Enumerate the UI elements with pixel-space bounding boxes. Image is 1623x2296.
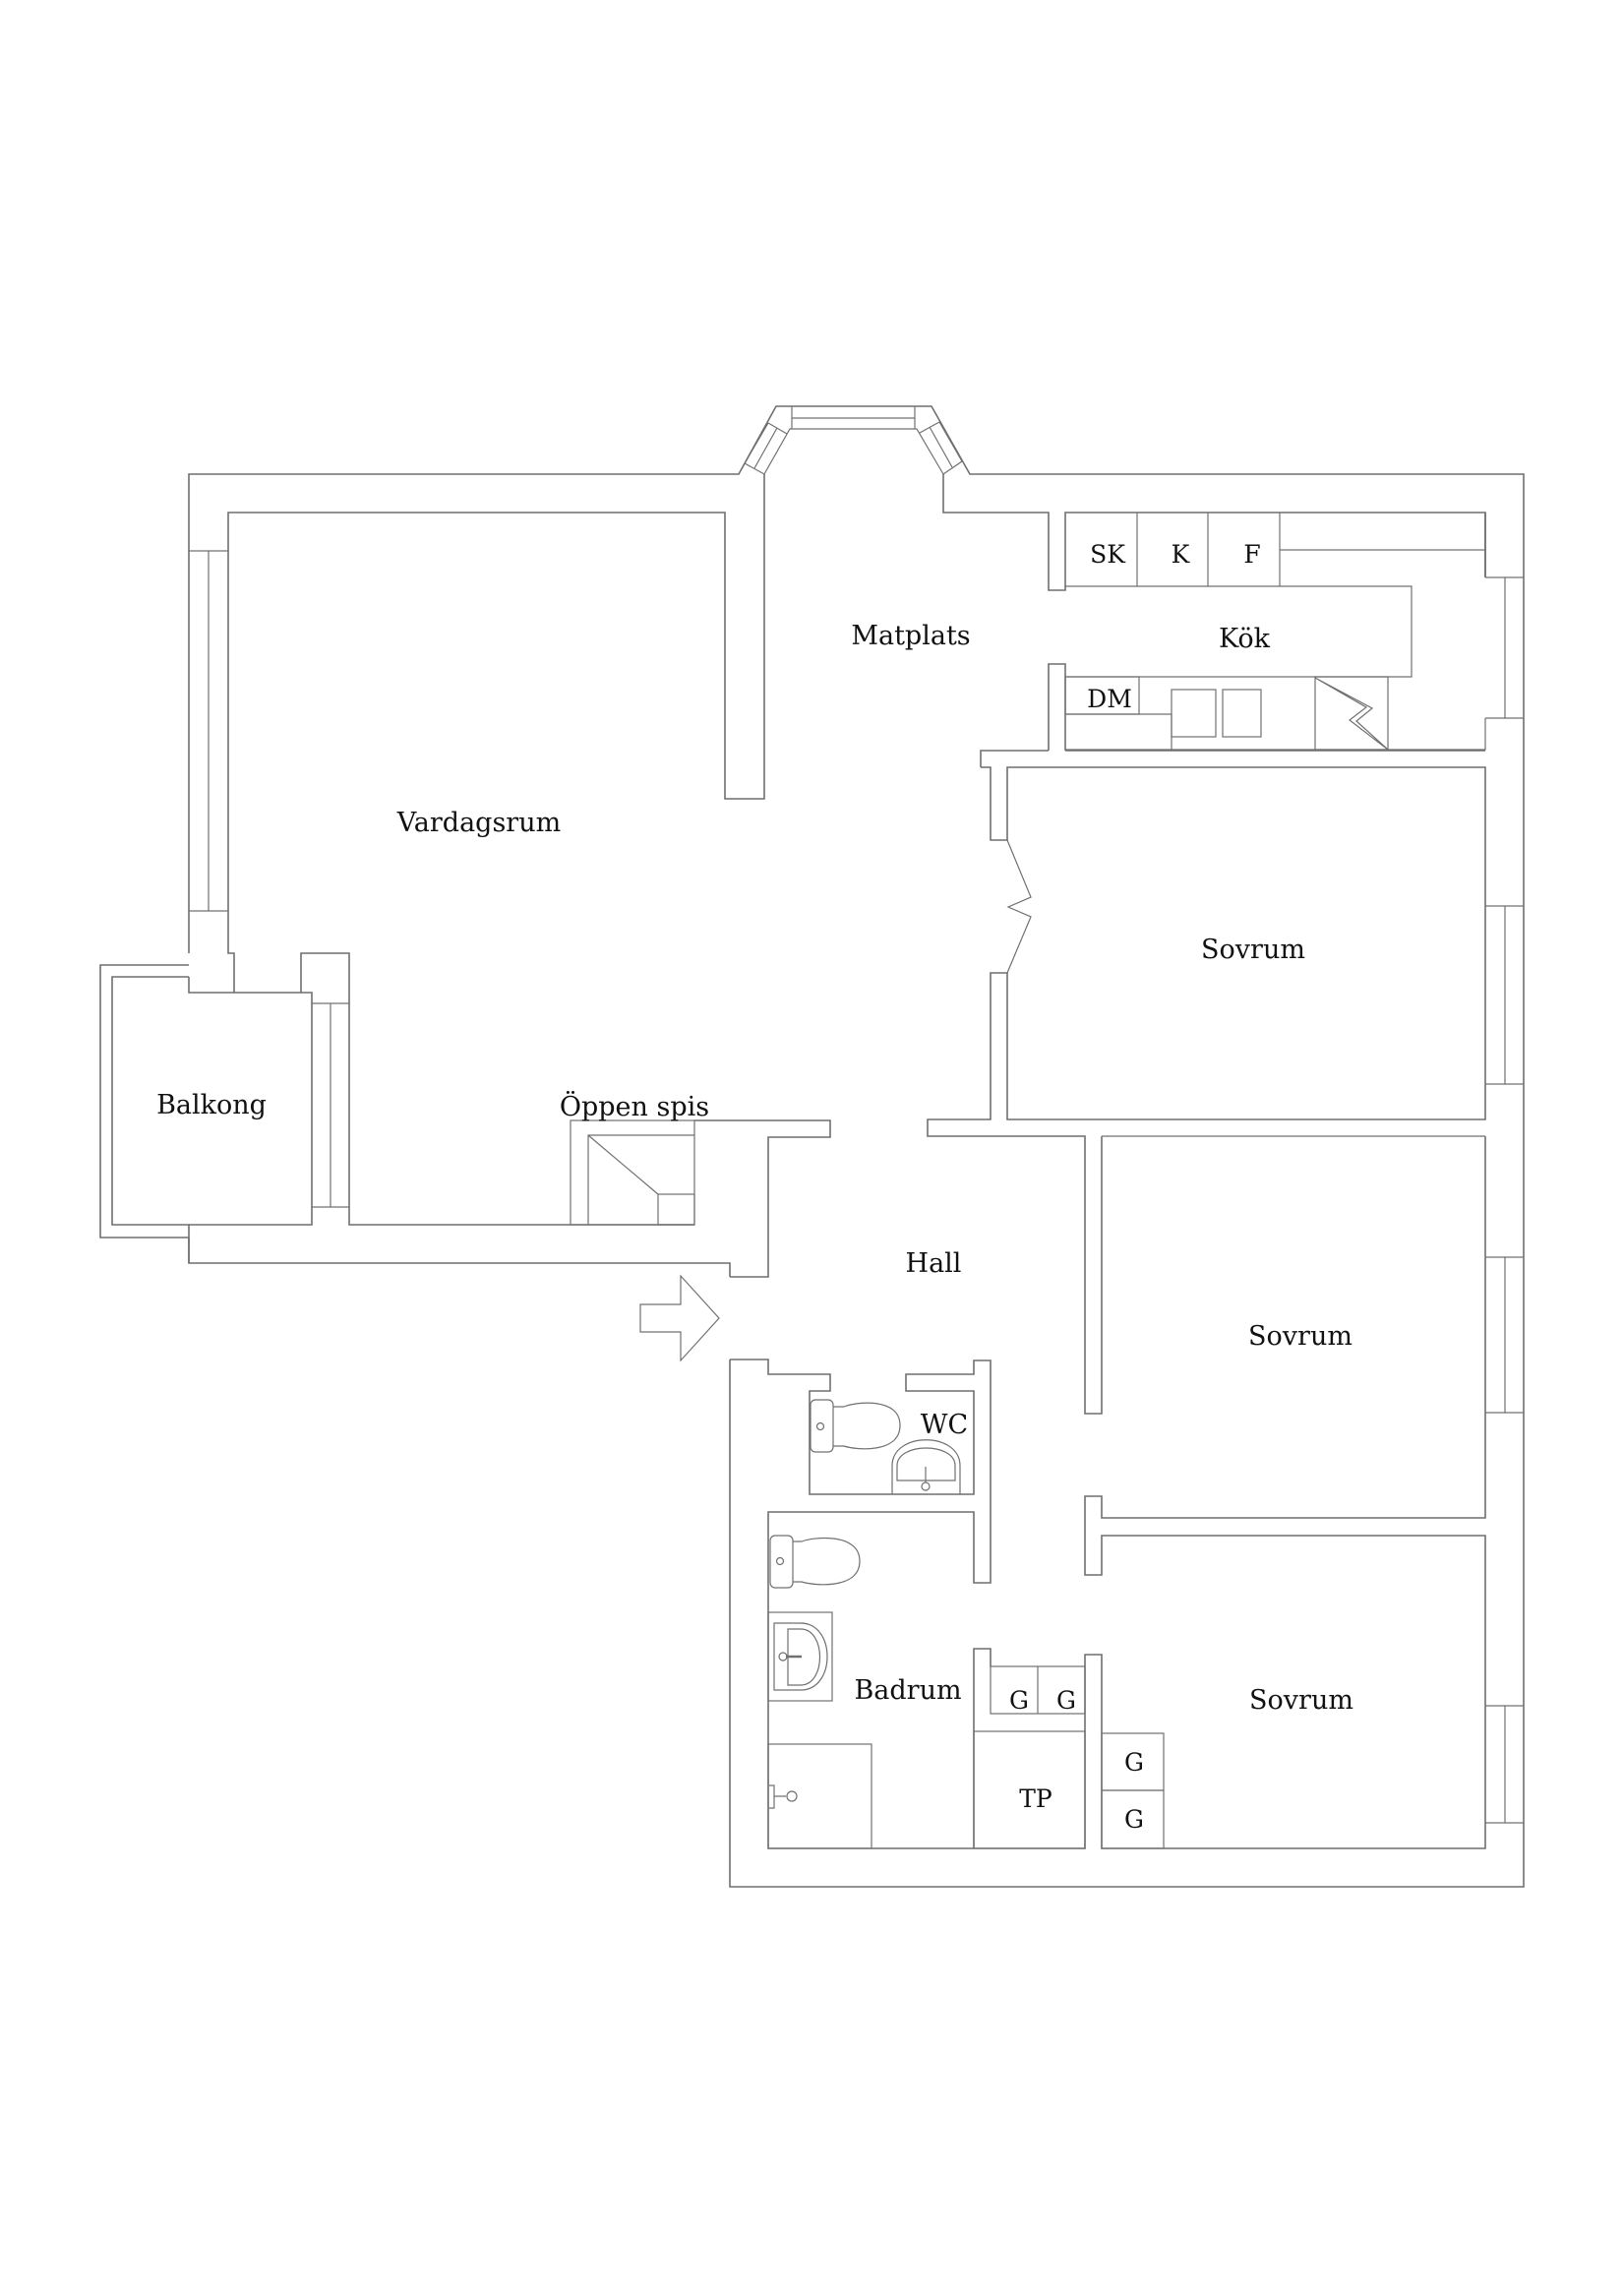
kitchen xyxy=(1048,513,1524,751)
label-oppen-spis: Öppen spis xyxy=(560,1089,709,1122)
label-dm: DM xyxy=(1087,685,1132,713)
label-matplats: Matplats xyxy=(851,621,970,651)
wc-sink-icon xyxy=(891,1439,961,1494)
balcony xyxy=(99,952,694,1263)
label-tp: TP xyxy=(1019,1784,1052,1813)
wc-fixtures xyxy=(810,1399,961,1494)
shower-head-icon xyxy=(769,1784,798,1809)
toilet-bowl-icon xyxy=(793,1537,861,1586)
label-sk: SK xyxy=(1090,540,1126,569)
label-sovrum-1: Sovrum xyxy=(1201,935,1305,965)
entrance-arrow-icon xyxy=(639,1274,720,1362)
toilet-bowl-icon xyxy=(833,1402,901,1450)
shower-area xyxy=(767,1743,872,1849)
fireplace xyxy=(570,1119,695,1226)
label-balkong: Balkong xyxy=(156,1090,267,1120)
bath-sink-icon xyxy=(773,1622,828,1691)
fixture-labels: SK K F DM TP G G G G xyxy=(1009,540,1261,1834)
bedroom-2-window xyxy=(1102,1135,1524,1414)
living-room-window xyxy=(189,550,228,912)
hall-walls xyxy=(694,1119,1486,1849)
bedroom-3 xyxy=(1101,1705,1524,1849)
label-wc: WC xyxy=(921,1410,968,1440)
label-f: F xyxy=(1243,540,1260,569)
label-kok: Kök xyxy=(1219,624,1271,654)
toilet-tank-icon xyxy=(810,1399,834,1453)
label-g-sovrum-2: G xyxy=(1124,1805,1144,1834)
label-g-sovrum-1: G xyxy=(1124,1748,1144,1777)
bay-window xyxy=(744,406,963,475)
room-labels: Vardagsrum Matplats Kök Balkong Öppen sp… xyxy=(156,621,1353,1716)
label-g-hall-1: G xyxy=(1009,1686,1029,1715)
bifold-door xyxy=(1006,839,1032,974)
label-k: K xyxy=(1172,540,1191,569)
bedroom-1 xyxy=(927,750,1524,1120)
toilet-tank-icon xyxy=(769,1535,794,1589)
label-sovrum-3: Sovrum xyxy=(1249,1685,1353,1716)
label-sovrum-2: Sovrum xyxy=(1248,1321,1352,1352)
label-hall: Hall xyxy=(906,1248,962,1279)
label-g-hall-2: G xyxy=(1056,1686,1076,1715)
bath-sink-cabinet xyxy=(767,1611,833,1702)
bathroom-fixtures xyxy=(767,1535,1086,1849)
label-badrum: Badrum xyxy=(854,1675,961,1706)
label-vardagsrum: Vardagsrum xyxy=(396,808,561,838)
